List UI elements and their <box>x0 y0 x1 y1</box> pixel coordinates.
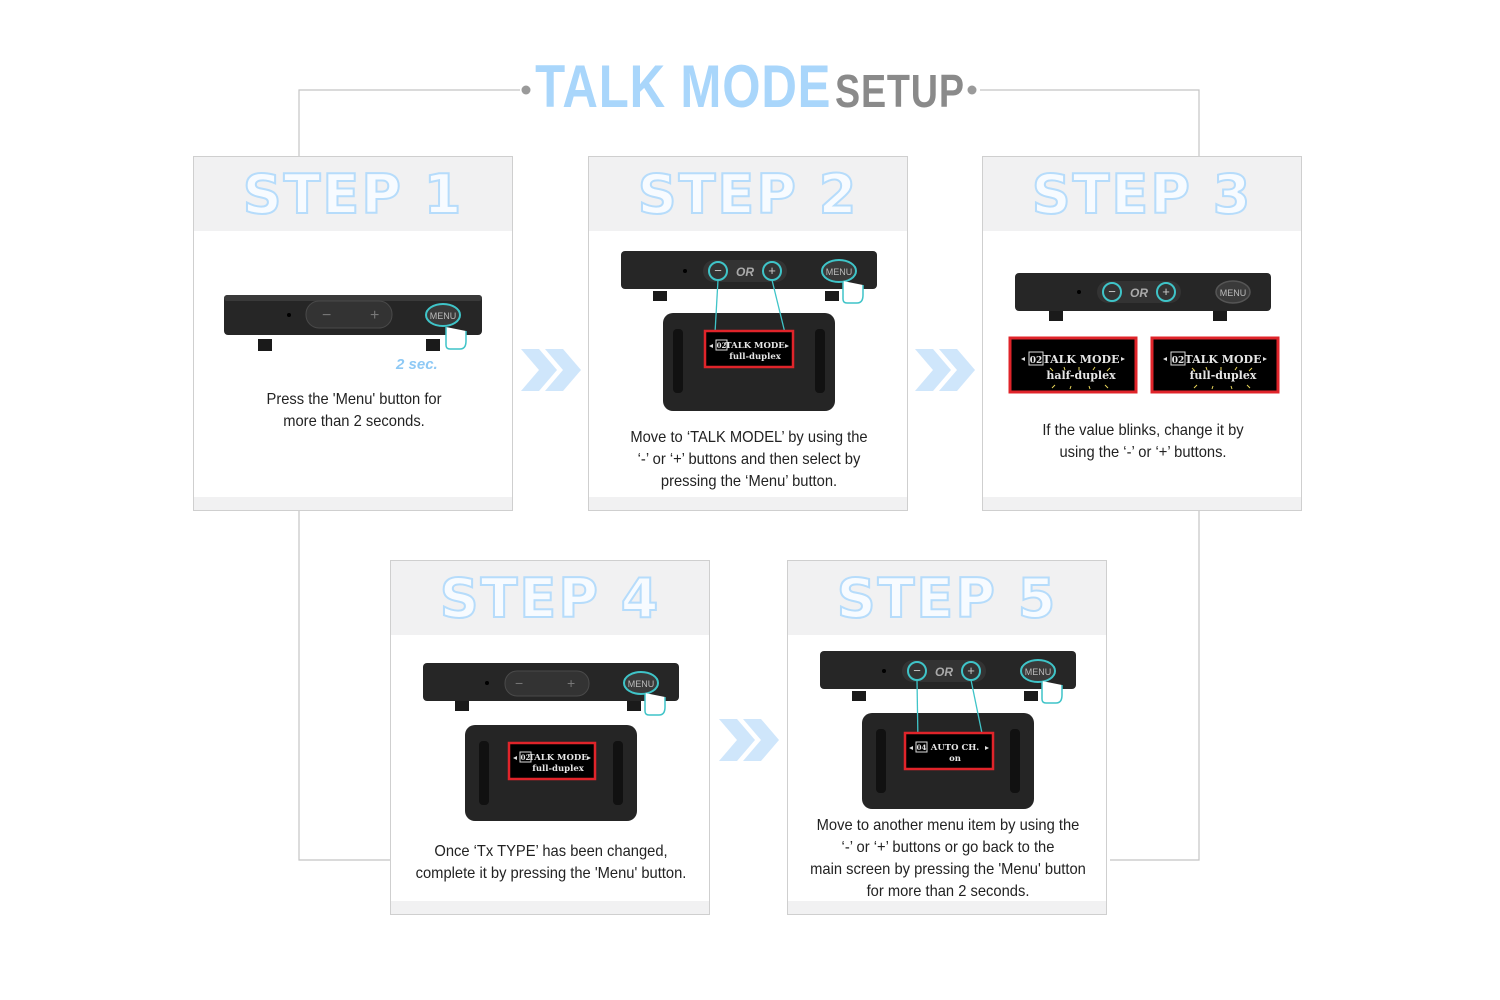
step-3-description: If the value blinks, change it by using … <box>1042 422 1244 461</box>
transmitter-device: − + OR MENU <box>1015 273 1271 321</box>
lcd-line1: AUTO CH. <box>930 743 979 753</box>
svg-text:+: + <box>768 263 776 278</box>
lcd-line1: TALK MODE <box>1185 353 1262 366</box>
step-2-card: STEP 2 − + OR MENU 02 TALK MODE full-dup… <box>588 156 908 511</box>
step-2-label: STEP 2 <box>637 162 859 227</box>
svg-text:+: + <box>1162 284 1170 299</box>
lcd-line1: TALK MODE <box>725 341 785 351</box>
title-main: TALK MODE <box>535 53 832 120</box>
svg-text:−: − <box>322 307 331 324</box>
step-5-card: STEP 5 − + OR MENU 04 AUTO CH. on Move t… <box>787 560 1107 915</box>
step-2-description: Move to ‘TALK MODEL’ by using the ‘-’ or… <box>630 429 868 490</box>
step-5-description: Move to another menu item by using the ‘… <box>810 817 1086 900</box>
lcd-line2-blinking: full-duplex <box>1190 369 1257 382</box>
step-1-label: STEP 1 <box>242 162 464 227</box>
svg-text:04: 04 <box>917 743 927 752</box>
menu-button[interactable]: MENU <box>628 679 655 689</box>
step-4-card: STEP 4 −+ MENU 02 TALK MODE full-duplex … <box>390 560 710 915</box>
svg-text:+: + <box>567 675 575 691</box>
step-1-card: STEP 1 − + MENU 2 sec. Press the 'Menu' b… <box>193 156 513 511</box>
transmitter-receiver-device: − + OR MENU 02 TALK MODE full-duplex <box>621 251 877 411</box>
menu-button[interactable]: MENU <box>826 267 853 277</box>
arrow-step2-step3 <box>915 349 975 391</box>
svg-text:02: 02 <box>1030 356 1043 366</box>
transmitter-receiver-device: − + OR MENU 04 AUTO CH. on <box>820 651 1076 809</box>
step-3-card: STEP 3 − + OR MENU 02 TALK MODE half-dup… <box>982 156 1302 511</box>
step-1-description: Press the 'Menu' button for more than 2 … <box>266 391 442 430</box>
step-5-label: STEP 5 <box>836 566 1058 631</box>
transmitter-receiver-device: − + MENU 02 TALK MODE full-duplex <box>423 663 679 821</box>
or-label: OR <box>935 665 953 679</box>
menu-button[interactable]: MENU <box>1025 667 1052 677</box>
arrow-step1-step2 <box>521 349 581 391</box>
svg-text:+: + <box>967 663 975 678</box>
transmitter-device: − + MENU 2 sec. <box>224 295 482 373</box>
svg-text:02: 02 <box>521 753 531 762</box>
lcd-line1: TALK MODE <box>1043 353 1120 366</box>
svg-text:−: − <box>714 263 722 278</box>
lcd-line2: on <box>949 754 961 764</box>
svg-text:−: − <box>1108 284 1116 299</box>
step-4-description: Once ‘Tx TYPE’ has been changed, complet… <box>415 843 687 882</box>
menu-button[interactable]: MENU <box>430 311 457 321</box>
page-title: TALK MODE SETUP <box>135 52 1365 121</box>
svg-text:−: − <box>913 663 921 678</box>
step-3-label: STEP 3 <box>1031 162 1253 227</box>
lcd-line2: full-duplex <box>729 352 782 362</box>
hold-time-label: 2 sec. <box>395 356 438 373</box>
arrow-step4-step5 <box>719 719 779 761</box>
or-label: OR <box>1130 286 1148 300</box>
lcd-screens: 02 TALK MODE half-duplex 02 TALK MODE fu… <box>1008 336 1280 394</box>
menu-button[interactable]: MENU <box>1220 288 1247 298</box>
svg-text:−: − <box>515 675 523 691</box>
step-4-label: STEP 4 <box>439 566 661 631</box>
lcd-line2-blinking: half-duplex <box>1046 369 1116 382</box>
lcd-line2: full-duplex <box>532 764 585 774</box>
svg-text:02: 02 <box>1172 356 1185 366</box>
or-label: OR <box>736 265 754 279</box>
svg-text:02: 02 <box>717 341 727 350</box>
title-sub: SETUP <box>834 65 965 117</box>
lcd-line1: TALK MODE <box>528 753 588 763</box>
svg-text:+: + <box>370 307 379 324</box>
